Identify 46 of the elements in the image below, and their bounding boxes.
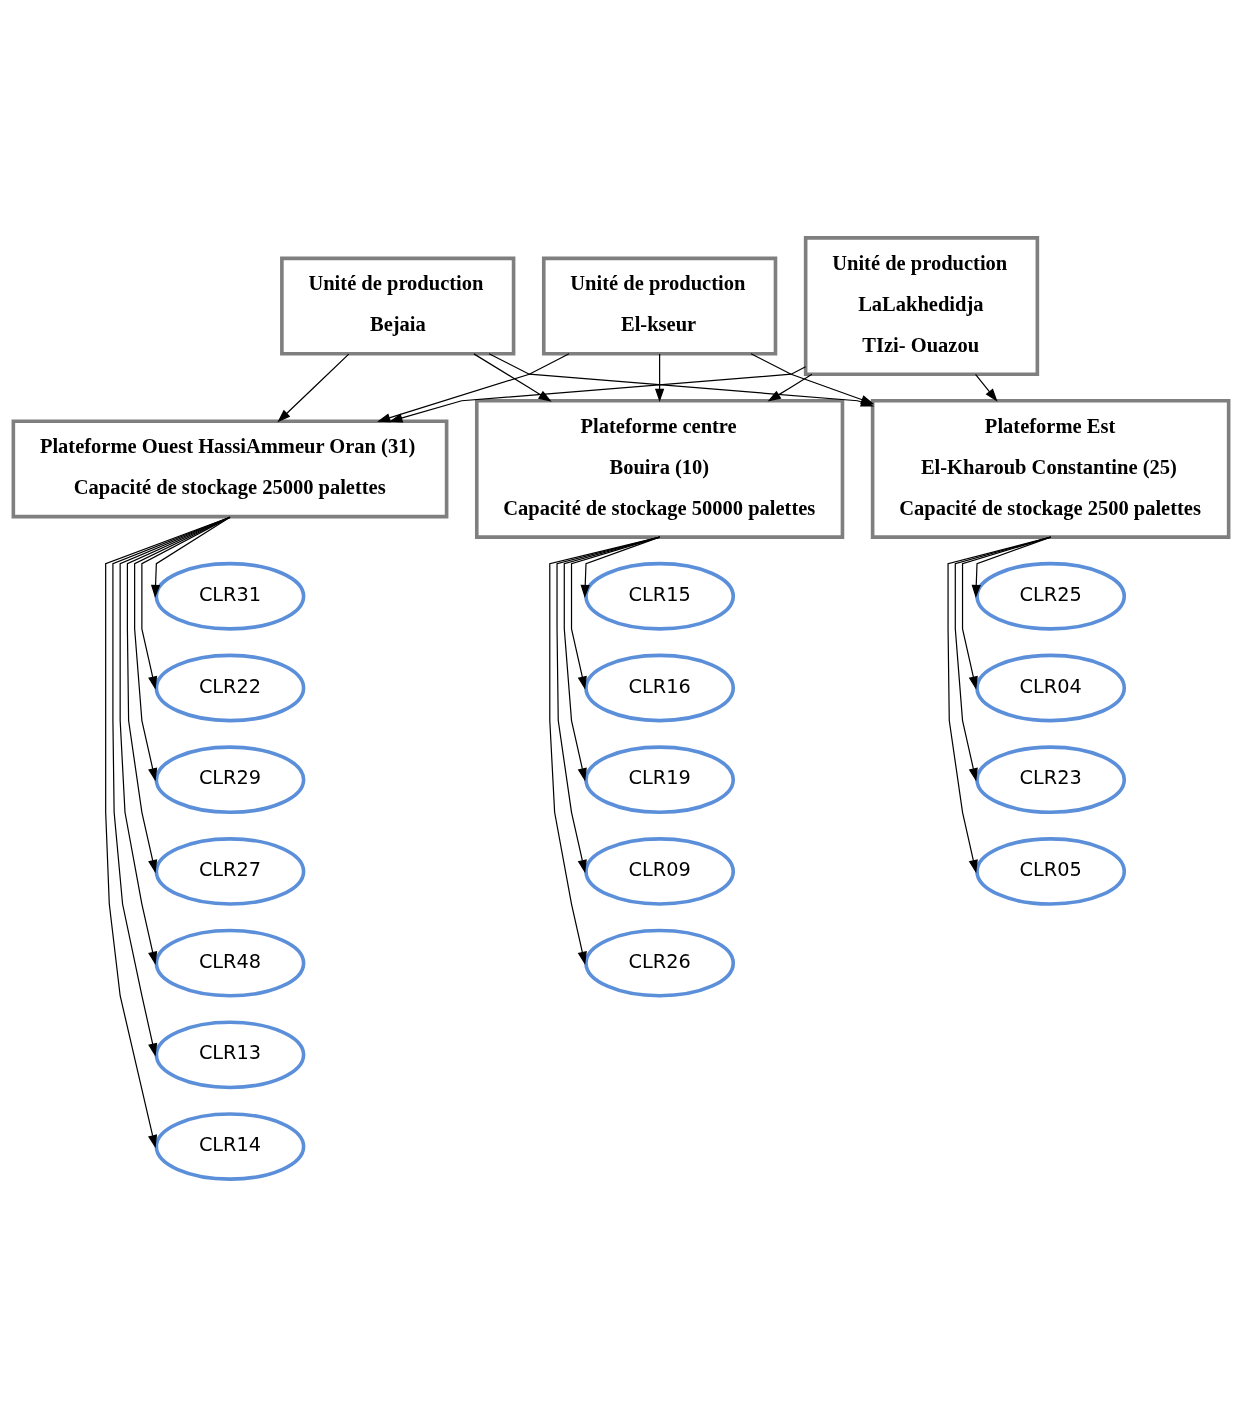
node-ellipse: CLR04 xyxy=(975,653,1127,722)
arrow xyxy=(141,516,231,690)
arrow xyxy=(389,365,807,422)
node-ellipse: CLR13 xyxy=(154,1019,306,1089)
arrow xyxy=(105,516,231,1148)
arrow xyxy=(570,536,661,690)
arrow xyxy=(974,373,998,402)
node-box: Plateforme Est El-Kharoub Constantine (25) Capacité de stockage 2500 palettes xyxy=(870,398,1231,539)
arrow xyxy=(150,516,231,598)
node-ellipse: CLR14 xyxy=(154,1111,306,1181)
arrow xyxy=(767,373,813,402)
node-ellipse: CLR15 xyxy=(584,561,736,631)
node-ellipse: CLR26 xyxy=(584,928,736,998)
arrow xyxy=(971,536,1052,598)
node-box: Plateforme centre Bouira (10) Capacité de stockage 50000 palettes xyxy=(474,398,845,539)
arrow xyxy=(654,352,665,402)
node-ellipse: CLR48 xyxy=(154,928,306,998)
node-ellipse: CLR19 xyxy=(584,744,736,814)
node-ellipse: CLR27 xyxy=(154,836,306,906)
arrow xyxy=(377,352,570,422)
node-ellipse: CLR05 xyxy=(975,836,1127,906)
arrow xyxy=(954,536,1052,781)
arrow xyxy=(119,516,231,965)
arrow xyxy=(549,536,661,965)
arrow xyxy=(473,352,552,402)
node-box: Plateforme Ouest HassiAmmeur Oran (31) Capacité de stockage 25000 palettes xyxy=(11,418,449,518)
node-ellipse: CLR29 xyxy=(154,744,306,814)
node-ellipse: CLR31 xyxy=(154,561,306,631)
node-ellipse: CLR25 xyxy=(975,561,1127,631)
arrow xyxy=(750,352,875,404)
arrow xyxy=(947,536,1052,873)
node-ellipse: CLR23 xyxy=(975,744,1127,814)
arrow xyxy=(556,536,661,873)
node-ellipse: CLR09 xyxy=(584,836,736,906)
arrow xyxy=(134,516,231,781)
node-box: Unité de production El-kseur xyxy=(541,256,778,355)
arrow xyxy=(580,536,661,598)
arrow xyxy=(961,536,1052,690)
node-box: Unité de production LaLakhedidja TIzi- Ouazou xyxy=(803,235,1040,376)
arrow xyxy=(563,536,661,781)
arrow xyxy=(277,352,350,422)
node-ellipse: CLR16 xyxy=(584,653,736,722)
arrow xyxy=(112,516,231,1057)
node-ellipse: CLR22 xyxy=(154,653,306,722)
node-box: Unité de production Bejaia xyxy=(280,256,516,355)
arrow xyxy=(126,516,231,873)
